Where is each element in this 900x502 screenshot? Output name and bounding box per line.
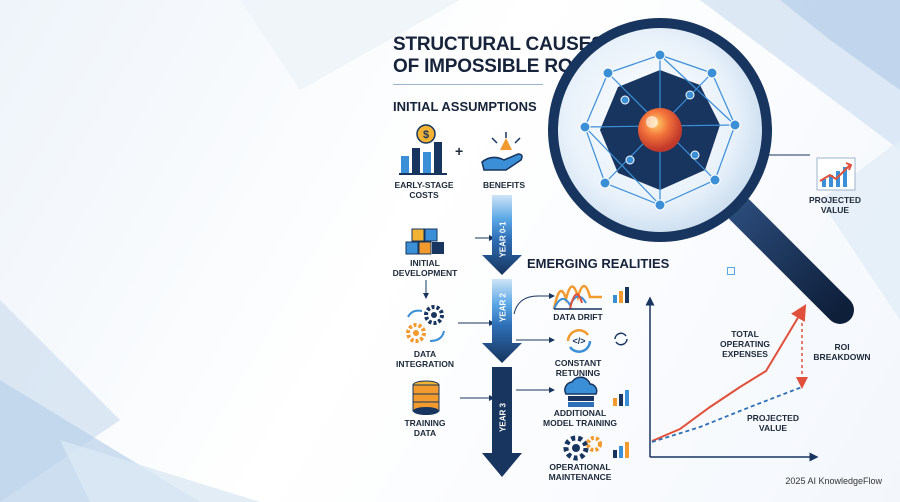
additional-training-label: ADDITIONAL MODEL TRAINING <box>543 408 617 428</box>
constant-retuning-icon: </> <box>566 329 592 353</box>
initial-assumptions-heading: INITIAL ASSUMPTIONS <box>393 99 537 114</box>
operational-maintenance-label: OPERATIONAL MAINTENANCE <box>548 462 612 482</box>
roi-breakdown-label: ROI BREAKDOWN <box>813 342 871 362</box>
footer-credit: 2025 AI KnowledgeFlow <box>785 476 882 486</box>
year-2-label: YEAR 2 <box>498 293 508 322</box>
year-0-1-label: YEAR 0-1 <box>498 221 508 258</box>
svg-text:$: $ <box>423 129 429 141</box>
projected-value-top-label: PROJECTED VALUE <box>809 195 861 215</box>
magnifying-glass-icon <box>548 18 854 324</box>
roi-chart <box>645 296 819 462</box>
data-drift-label: DATA DRIFT <box>553 312 603 322</box>
total-opex-line <box>651 304 807 442</box>
data-integration-label: DATA INTEGRATION <box>396 349 454 369</box>
total-opex-label: TOTAL OPERATING EXPENSES <box>720 329 770 359</box>
additional-training-icon <box>564 376 598 407</box>
benefits-label: BENEFITS <box>482 180 526 190</box>
svg-text:</>: </> <box>572 336 585 346</box>
projected-value-line <box>651 386 803 443</box>
projected-value-chart-label: PROJECTED VALUE <box>747 413 799 433</box>
training-bars-icon <box>613 390 629 406</box>
projected-value-chart-icon <box>816 157 856 191</box>
plus-sign: + <box>455 143 464 159</box>
early-costs-label: EARLY-STAGE COSTS <box>394 180 454 200</box>
title-divider <box>393 84 543 85</box>
data-drift-icon <box>552 284 602 310</box>
training-data-icon <box>412 380 440 415</box>
title-line-2: OF IMPOSSIBLE ROI <box>393 55 578 77</box>
year-3-label: YEAR 3 <box>498 403 508 432</box>
data-integration-icon <box>406 305 445 343</box>
title-line-1: STRUCTURAL CAUSES <box>393 34 604 55</box>
decorative-square <box>727 267 735 275</box>
constant-retuning-label: CONSTANT RETUNING <box>554 358 602 378</box>
page-title: STRUCTURAL CAUSES OF IMPOSSIBLE ROI <box>393 34 604 78</box>
early-costs-icon: $ <box>399 124 447 175</box>
timeline-arrow <box>482 195 522 477</box>
initial-development-icon <box>405 228 444 255</box>
maintenance-bars-icon <box>613 442 629 458</box>
operational-maintenance-icon <box>563 435 602 461</box>
refresh-icon <box>614 332 628 346</box>
training-data-label: TRAINING DATA <box>404 418 446 438</box>
initial-development-label: INITIAL DEVELOPMENT <box>392 258 458 278</box>
data-drift-bars-icon <box>613 287 629 303</box>
benefits-icon <box>481 132 523 171</box>
realities-connectors <box>513 293 555 393</box>
emerging-realities-heading: EMERGING REALITIES <box>527 256 670 271</box>
initial-connectors <box>423 235 495 401</box>
